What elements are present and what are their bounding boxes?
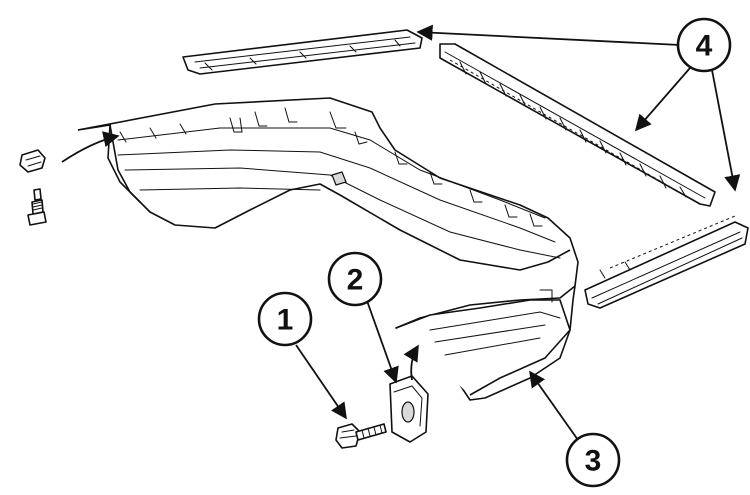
callout-3-label: 3 bbox=[585, 445, 602, 478]
callout-4: 4 bbox=[676, 17, 732, 73]
callout-3: 3 bbox=[565, 432, 621, 488]
callout-1: 1 bbox=[257, 291, 313, 347]
side-trim-strip bbox=[584, 215, 749, 309]
upper-trim-strip bbox=[182, 29, 423, 75]
callout-2: 2 bbox=[327, 251, 383, 307]
callout-2-label: 2 bbox=[347, 264, 364, 297]
clip-left bbox=[19, 131, 120, 173]
retaining-rail bbox=[439, 43, 716, 207]
callout-1-label: 1 bbox=[277, 304, 294, 337]
mounting-bracket bbox=[389, 344, 429, 443]
screw-left bbox=[27, 188, 47, 226]
bolt bbox=[335, 423, 387, 449]
callout-4-label: 4 bbox=[696, 30, 713, 63]
callout-leaders bbox=[295, 24, 741, 441]
rear-bumper-cover bbox=[77, 97, 579, 401]
